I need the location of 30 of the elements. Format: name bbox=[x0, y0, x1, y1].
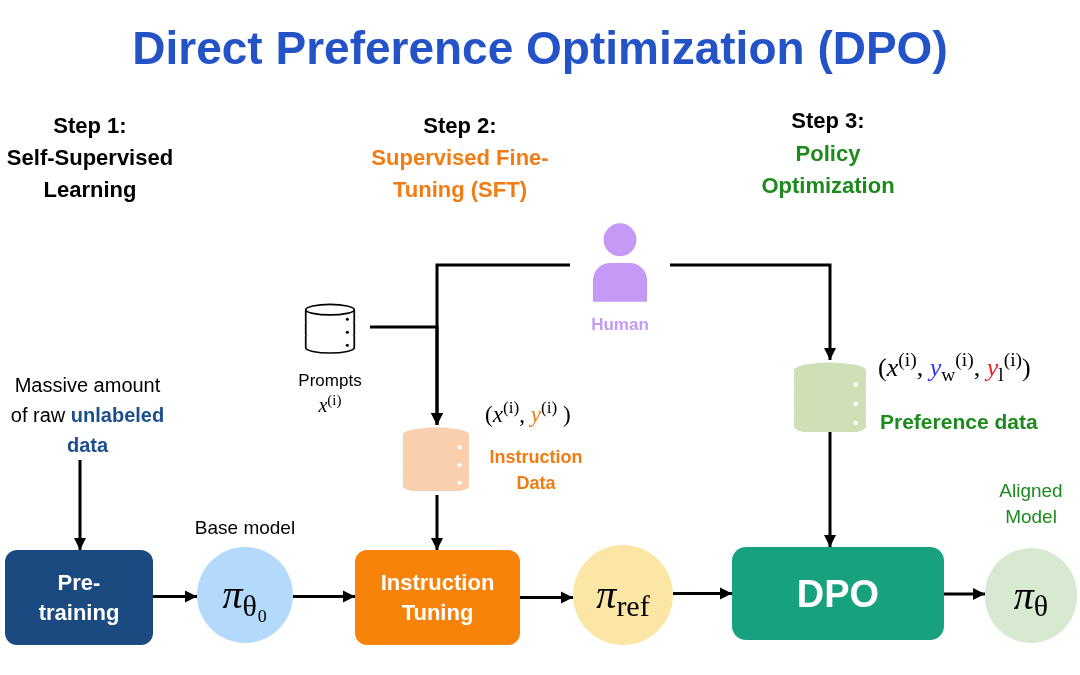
process-box: Instruction Tuning bbox=[355, 550, 520, 645]
arrow bbox=[673, 587, 732, 600]
math-label: (x$^{(i)}$, y$^{(i)}$ ) bbox=[485, 398, 571, 429]
step-heading: Self-Supervised Learning bbox=[6, 145, 174, 202]
process-box: Pre-training bbox=[5, 550, 153, 645]
node-label: Prompts bbox=[298, 370, 362, 392]
arrow bbox=[520, 591, 573, 604]
arrow bbox=[293, 590, 355, 603]
arrow bbox=[944, 588, 985, 600]
step-label: Step 2: bbox=[423, 113, 497, 138]
arrow bbox=[431, 263, 570, 425]
arrow bbox=[153, 590, 197, 603]
arrow bbox=[824, 432, 836, 547]
step-label: Step 3: bbox=[791, 108, 865, 133]
title: Direct Preference Optimization (DPO) bbox=[131, 21, 949, 76]
math-label: (x$^{(i)}$, y$_{w}$$^{(i)}$, y$_{l}$$^{(i)}$) bbox=[878, 348, 1031, 387]
step-heading: Policy Optimization bbox=[761, 141, 895, 198]
node-label: Instruction Data bbox=[488, 446, 584, 495]
step-label: Step 1: bbox=[53, 113, 127, 138]
arrow bbox=[431, 495, 443, 550]
step-heading: Supervised Fine-Tuning (SFT) bbox=[371, 145, 549, 202]
arrow bbox=[670, 263, 836, 360]
arrow bbox=[74, 460, 86, 550]
node-label: Preference data bbox=[880, 409, 1038, 435]
process-box: DPO bbox=[732, 547, 944, 640]
description-text: Massive amount of raw unlabeled data bbox=[9, 373, 166, 458]
node-label: Human bbox=[591, 314, 649, 336]
node-label: Base model bbox=[194, 517, 296, 538]
math-label: x$^{(i)}$ bbox=[318, 392, 342, 418]
node-label: Aligned Model bbox=[999, 480, 1063, 527]
